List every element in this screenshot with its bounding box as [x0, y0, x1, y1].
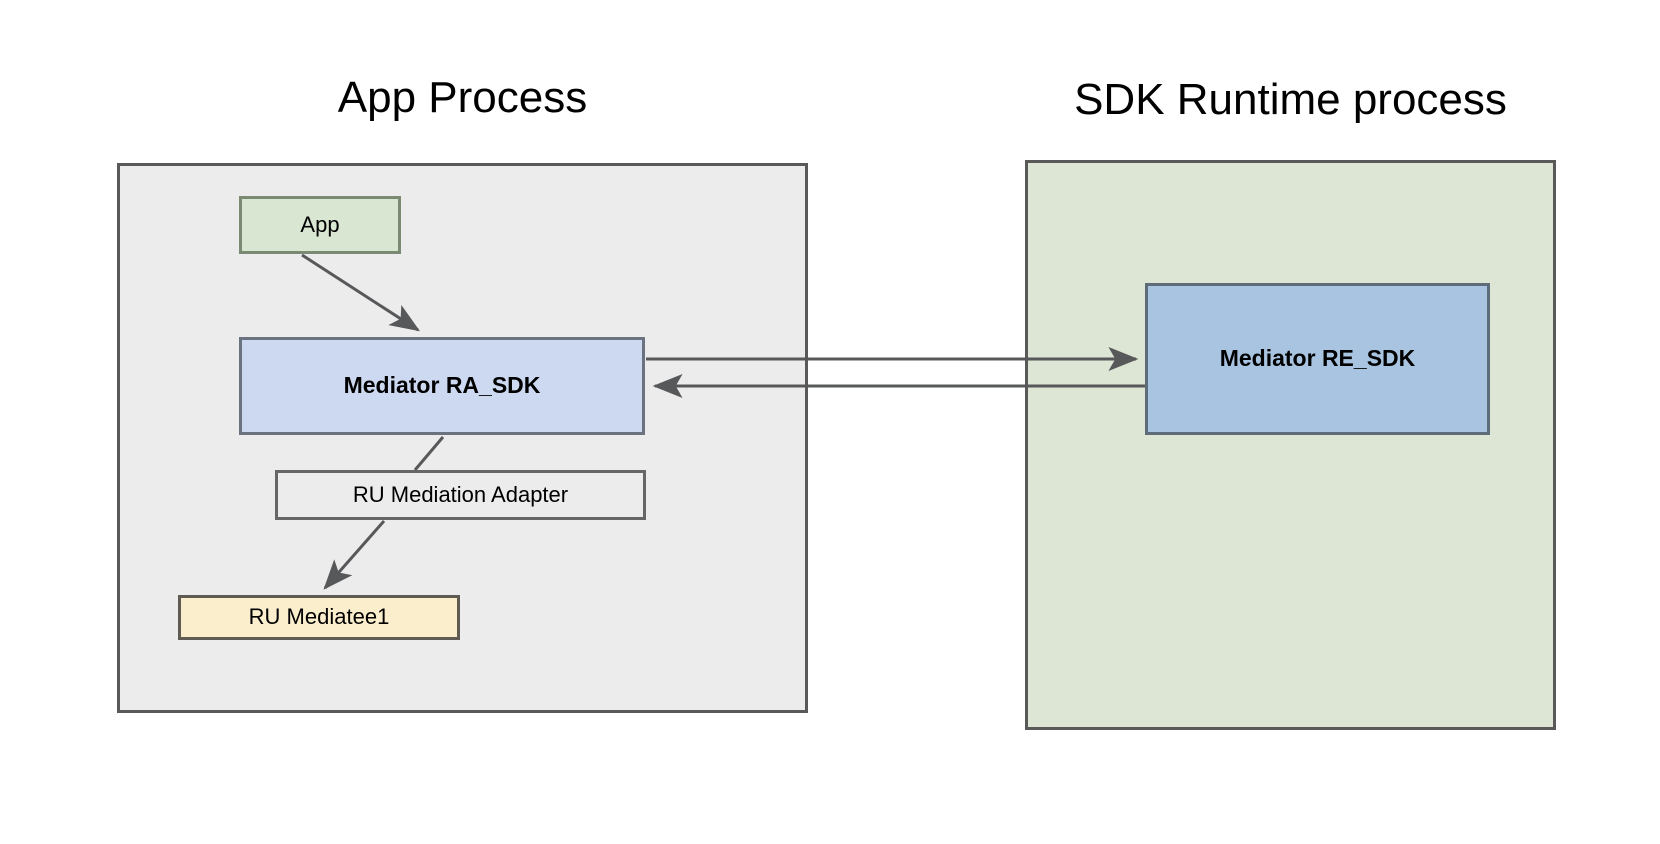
node-ru-mediatee1[interactable]: RU Mediatee1: [178, 595, 460, 640]
app-process-title: App Process: [337, 73, 588, 122]
node-mediator-re-sdk[interactable]: Mediator RE_SDK: [1145, 283, 1490, 435]
sdk-runtime-process-container: [1025, 160, 1556, 730]
node-ru-mediation-adapter[interactable]: RU Mediation Adapter: [275, 470, 646, 520]
node-app[interactable]: App: [239, 196, 401, 254]
node-mediator-ra-sdk[interactable]: Mediator RA_SDK: [239, 337, 645, 435]
sdk-runtime-process-title: SDK Runtime process: [1074, 75, 1507, 124]
